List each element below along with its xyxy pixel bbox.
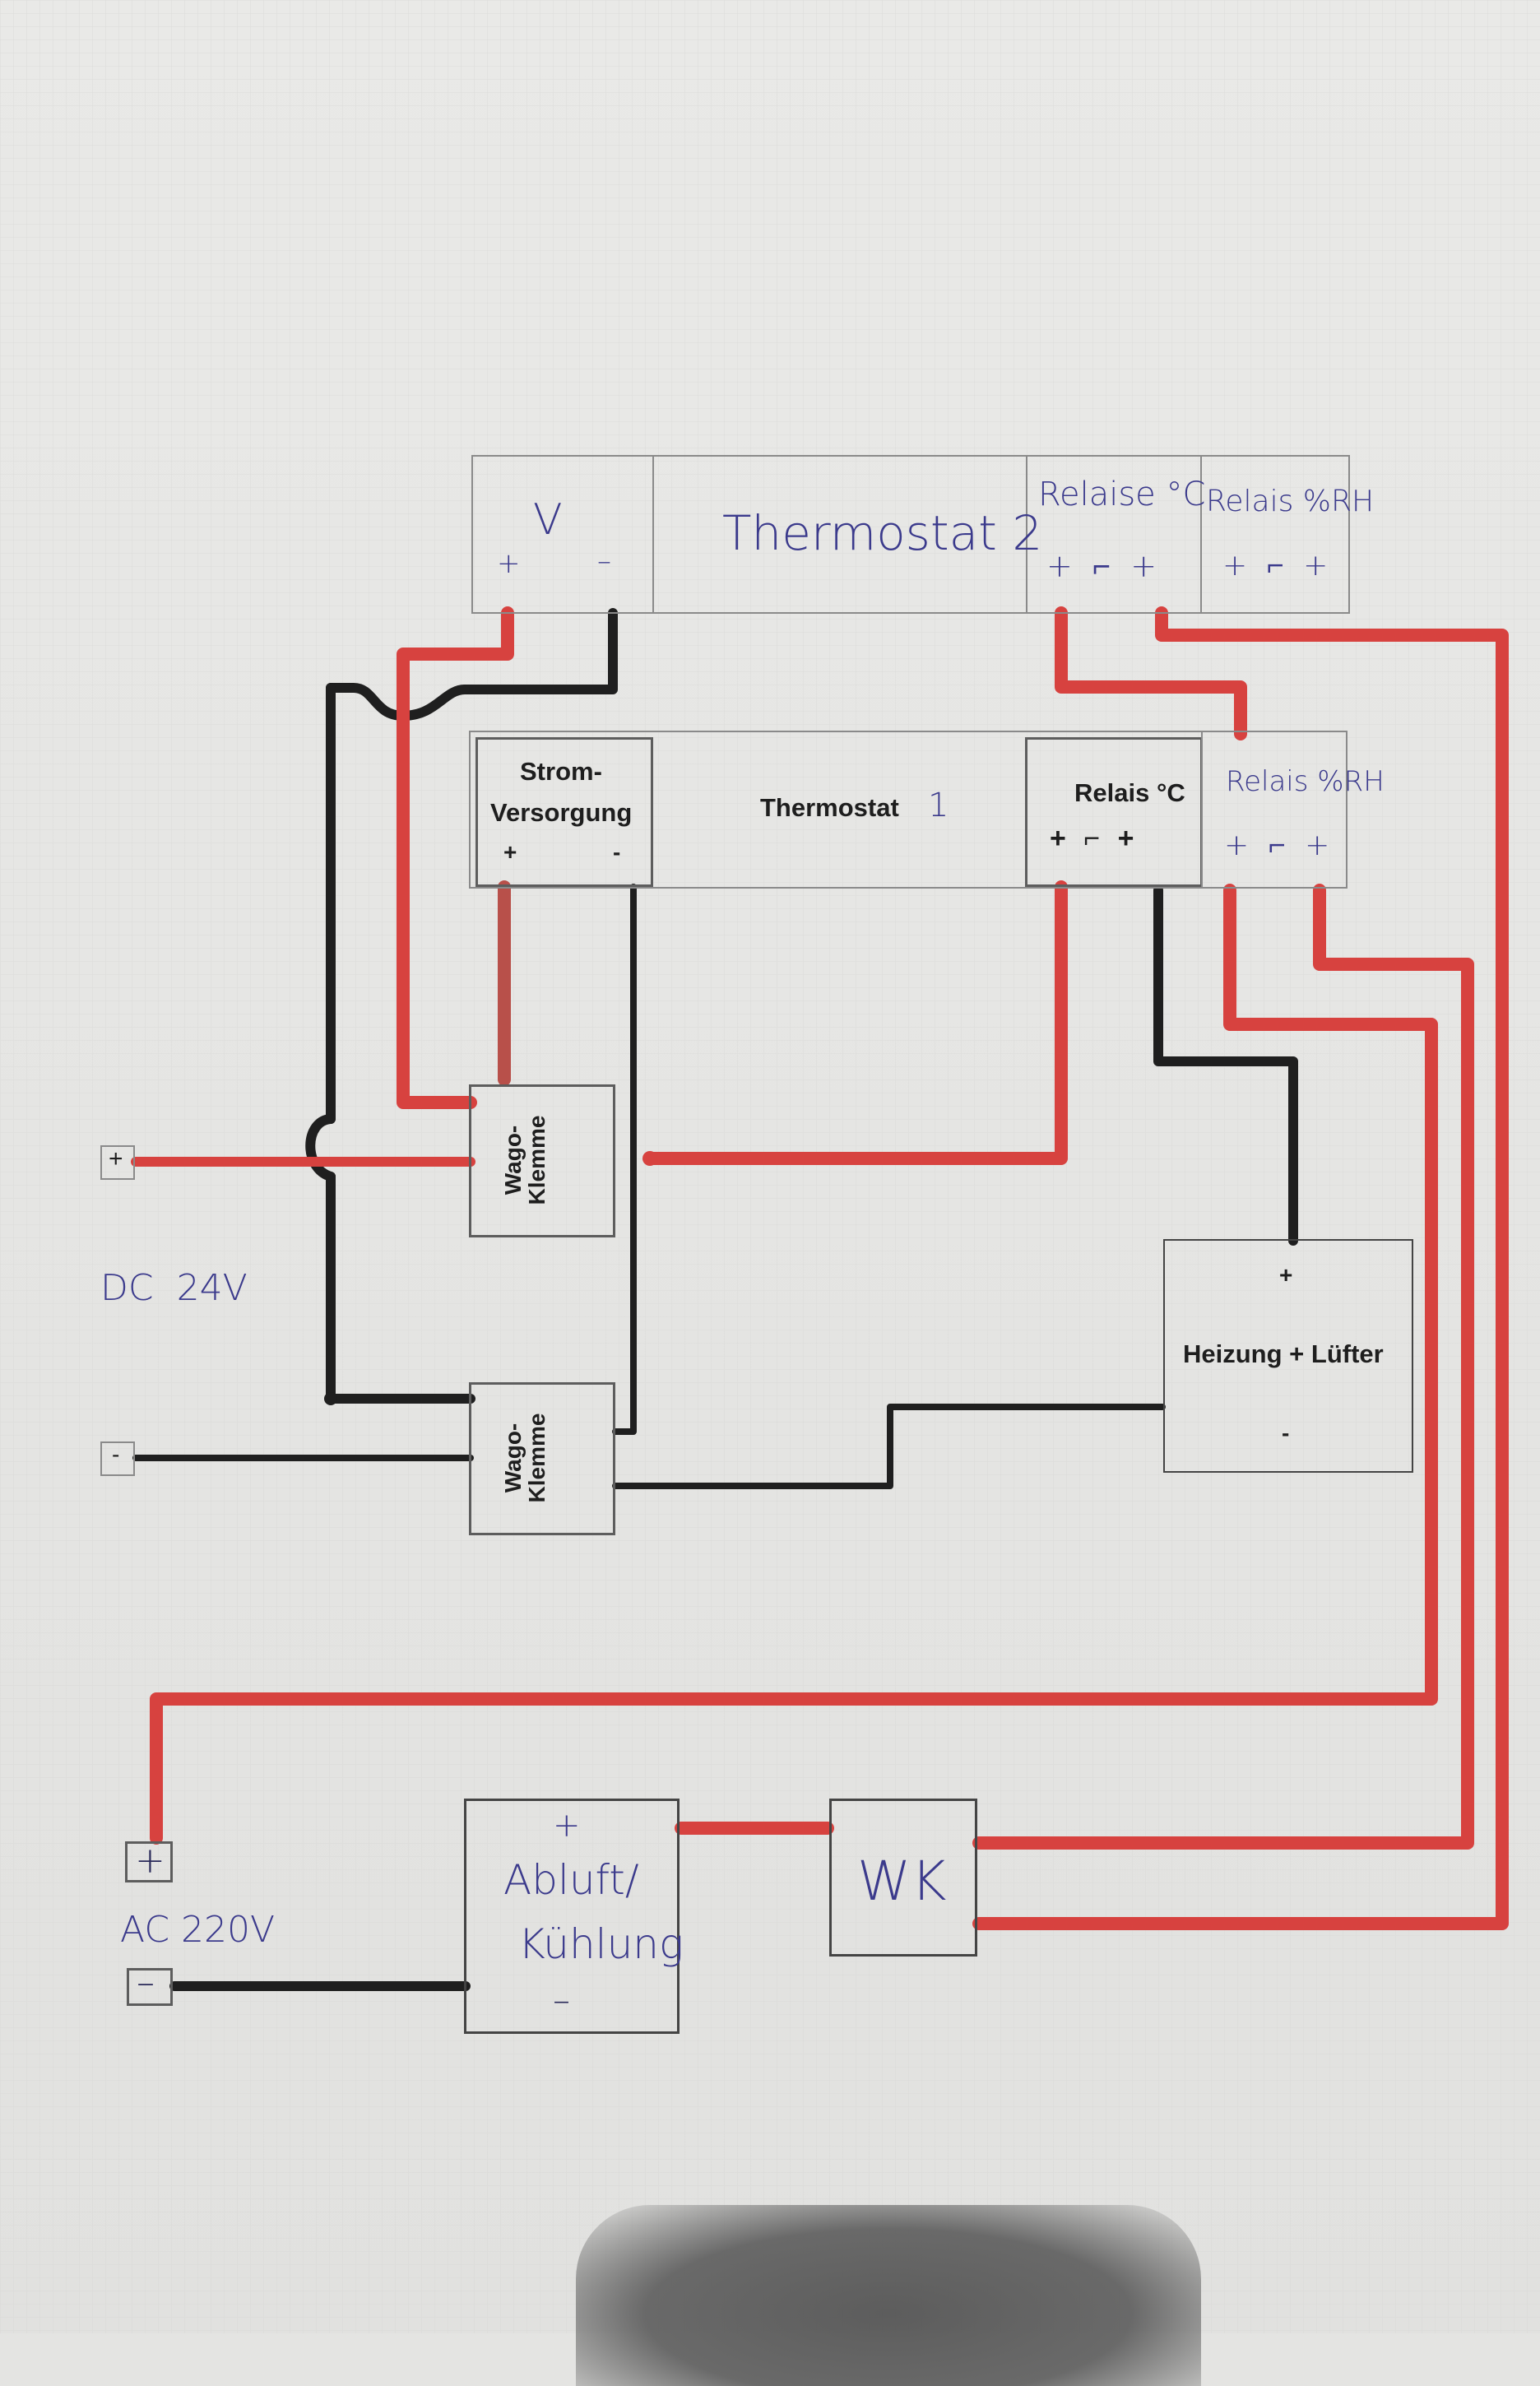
wire-black-bus-hop	[305, 1114, 336, 1181]
wago-clamp-lower-label: Wago- Klemme	[500, 1385, 583, 1531]
wago-line2: Klemme	[524, 1413, 550, 1503]
wire-black-heater-minus	[612, 1404, 1166, 1489]
thermostat2-relay-c-terminals: + ⌐ +	[1046, 548, 1162, 584]
thermostat1-relay-rh-section	[1201, 731, 1348, 889]
ac-plus-terminal-box	[125, 1841, 173, 1882]
black-wires	[132, 608, 1298, 1991]
wire-black-t1-minus	[612, 884, 637, 1435]
junction-dot	[642, 1151, 657, 1166]
dc-minus-terminal-box	[100, 1441, 135, 1476]
thermostat1-title: Thermostat	[760, 793, 899, 822]
wire-red-wago-relayc	[643, 880, 1068, 1165]
exhaust-label-line1: Abluft/	[503, 1856, 639, 1904]
exhaust-minus-terminal: –	[553, 1980, 570, 2020]
wire-red-t2-plus	[397, 606, 514, 1109]
wire-red-t2relay-wk	[972, 606, 1509, 1930]
heater-fan-box	[1163, 1239, 1413, 1473]
thermostat2-relay-c-label: Relaise °C	[1038, 476, 1206, 513]
junction-dot	[324, 1392, 337, 1405]
wire-black-relay-heater	[1153, 885, 1298, 1246]
ac-plus-terminal: +	[135, 1840, 165, 1882]
heater-fan-label: Heizung + Lüfter	[1183, 1339, 1384, 1368]
wire-black-t2-minus	[460, 608, 618, 694]
thermostat1-relay-rh-label: Relais %RH	[1226, 765, 1385, 798]
thermostat2-v-label: V	[533, 495, 563, 545]
thermostat2-relay-rh-label: Relais %RH	[1206, 485, 1375, 518]
wago-clamp-upper	[469, 1084, 615, 1237]
exhaust-label-line2: Kühlung	[518, 1920, 684, 1968]
thermostat1-power-section	[475, 737, 653, 887]
thermostat2-v-section	[471, 455, 654, 614]
dc-plus-terminal-box	[100, 1145, 135, 1180]
dc-24v-label: DC 24V	[100, 1267, 248, 1309]
thermostat1-power-plus: +	[503, 839, 517, 865]
thermostat2-title: Thermostat 2	[722, 505, 1043, 561]
heater-minus-terminal: -	[1282, 1420, 1290, 1446]
wire-red-t1rh-ac	[150, 884, 1438, 1845]
photo-shadow	[576, 2205, 1201, 2386]
thermostat1-power-minus: -	[613, 839, 621, 865]
wago-line1: Wago-	[500, 1125, 526, 1195]
red-wires	[131, 606, 1509, 1930]
thermostat2-relay-rh-section	[1200, 455, 1350, 614]
heater-plus-terminal: +	[1279, 1262, 1293, 1288]
wire-red-t1rh-wk	[972, 884, 1474, 1850]
wire-red-t2relay-t1relay	[1055, 606, 1247, 740]
thermostat2-plus-terminal: +	[497, 547, 521, 580]
wago-clamp-upper-label: Wago- Klemme	[500, 1087, 583, 1233]
thermostat1-relay-c-label: Relais °C	[1074, 778, 1185, 807]
thermostat1-power-label-line2: Versorgung	[490, 798, 633, 827]
dc-plus-terminal: +	[109, 1145, 123, 1172]
exhaust-plus-terminal: +	[553, 1807, 581, 1845]
wago-line2: Klemme	[524, 1115, 550, 1205]
junction-dots	[324, 1151, 657, 1405]
thermostat1-title-number: 1	[928, 787, 949, 824]
thermostat1-relay-rh-terminals: + ⌐ +	[1224, 829, 1335, 862]
wago-clamp-lower	[469, 1382, 615, 1535]
ac-minus-terminal: –	[137, 1961, 155, 2003]
wago-line1: Wago-	[500, 1423, 526, 1493]
wire-black-left-bus-lower	[326, 1172, 475, 1404]
thermostat2-minus-terminal: –	[597, 545, 611, 578]
thermostat1-relay-c-section	[1025, 737, 1203, 887]
wiring-diagram	[131, 606, 1509, 1991]
wk-label: WK	[857, 1850, 947, 1913]
thermostat2-relay-rh-terminals: + ⌐ +	[1222, 549, 1334, 583]
ac-minus-terminal-box	[127, 1968, 173, 2006]
exhaust-cooling-box	[464, 1799, 680, 2034]
thermostat1-power-label-line1: Strom-	[520, 757, 602, 786]
thermostat1-relay-c-terminals: + ⌐ +	[1050, 823, 1139, 854]
ac-220v-label: AC 220V	[120, 1909, 276, 1951]
wk-box	[829, 1799, 977, 1957]
dc-minus-terminal: -	[112, 1441, 120, 1467]
